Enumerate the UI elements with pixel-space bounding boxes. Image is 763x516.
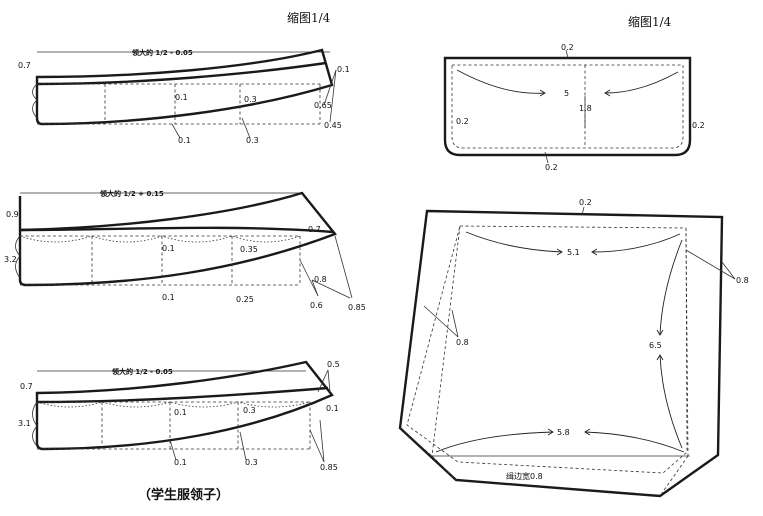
collar-1: 领大的 1/2 - 0.05 0.7 0.1 0.3 0.65 0.1 0.45…	[18, 48, 350, 145]
collar1-v4: 0.1	[337, 65, 350, 74]
collar1-v2: 0.3	[244, 95, 257, 104]
collar-2: 领大的 1/2 + 0.15 0.9 3.2 0.1 0.35 0.7 0.8 …	[4, 189, 366, 312]
collar2-top-label: 领大的 1/2 + 0.15	[100, 189, 164, 198]
collar3-seam	[36, 386, 329, 404]
collar1-v3: 0.65	[314, 101, 332, 110]
flap-height: 1.8	[579, 104, 592, 113]
collar3-b2: 0.3	[245, 458, 258, 467]
collar1-v1: 0.1	[175, 93, 188, 102]
pocket-height: 6.5	[649, 341, 662, 350]
flap-left: 0.2	[456, 117, 469, 126]
collar2-v4: 0.8	[314, 275, 327, 284]
pocket-left-side: 0.8	[456, 338, 469, 347]
collar1-height-top: 0.7	[18, 61, 31, 70]
caption: （学生服领子）	[138, 487, 229, 503]
header-right: 缩图1/4	[628, 14, 672, 29]
pocket-bottom-width: 5.8	[557, 428, 570, 437]
collar3-h2: 3.1	[18, 419, 31, 428]
header-left: 缩图1/4	[287, 10, 331, 25]
collar1-b1: 0.1	[178, 136, 191, 145]
collar3-top-label: 领大的 1/2 - 0.05	[112, 367, 173, 376]
flap-right: 0.2	[692, 121, 705, 130]
collar3-v1: 0.5	[327, 360, 340, 369]
collar2-b1: 0.1	[162, 293, 175, 302]
collar3-b3: 0.85	[320, 463, 338, 472]
collar3-h1: 0.7	[20, 382, 33, 391]
flap-outline	[443, 56, 692, 157]
collar1-v5: 0.45	[324, 121, 342, 130]
flap-top: 0.2	[561, 43, 574, 52]
collar2-h1: 0.9	[6, 210, 19, 219]
pocket-right-side: 0.8	[736, 276, 749, 285]
patch-pocket: 0.2 5.1 0.8 0.8 6.5 5.8 缉边宽0.8	[398, 198, 749, 498]
collar1-seam	[36, 61, 327, 86]
collar2-v2: 0.35	[240, 245, 258, 254]
collar2-h2: 3.2	[4, 255, 17, 264]
collar2-b4: 0.85	[348, 303, 366, 312]
collar3-v3: 0.3	[243, 406, 256, 415]
collar2-v1: 0.1	[162, 244, 175, 253]
collar2-v3: 0.7	[308, 225, 321, 234]
flap-width: 5	[564, 89, 569, 98]
collar2-seam	[19, 226, 334, 234]
collar1-top-label: 领大的 1/2 - 0.05	[132, 48, 193, 57]
pocket-flap: 0.2 5 1.8 0.2 0.2 0.2	[443, 43, 705, 172]
collar3-v2: 0.1	[174, 408, 187, 417]
collar1-outline	[35, 48, 334, 126]
pocket-top-width: 5.1	[567, 248, 580, 257]
collar3-outline	[35, 360, 334, 451]
collar2-b3: 0.6	[310, 301, 323, 310]
collar1-b2: 0.3	[246, 136, 259, 145]
collar-3: 领大的 1/2 - 0.05 0.7 3.1 0.5 0.1 0.3 0.1 0…	[18, 360, 340, 472]
collar2-outline	[18, 191, 337, 287]
flap-bottom: 0.2	[545, 163, 558, 172]
pocket-outline	[398, 209, 724, 498]
pocket-bottom-note: 缉边宽0.8	[506, 471, 543, 481]
pocket-top: 0.2	[579, 198, 592, 207]
collar3-b1: 0.1	[174, 458, 187, 467]
collar2-b2: 0.25	[236, 295, 254, 304]
collar3-v4: 0.1	[326, 404, 339, 413]
